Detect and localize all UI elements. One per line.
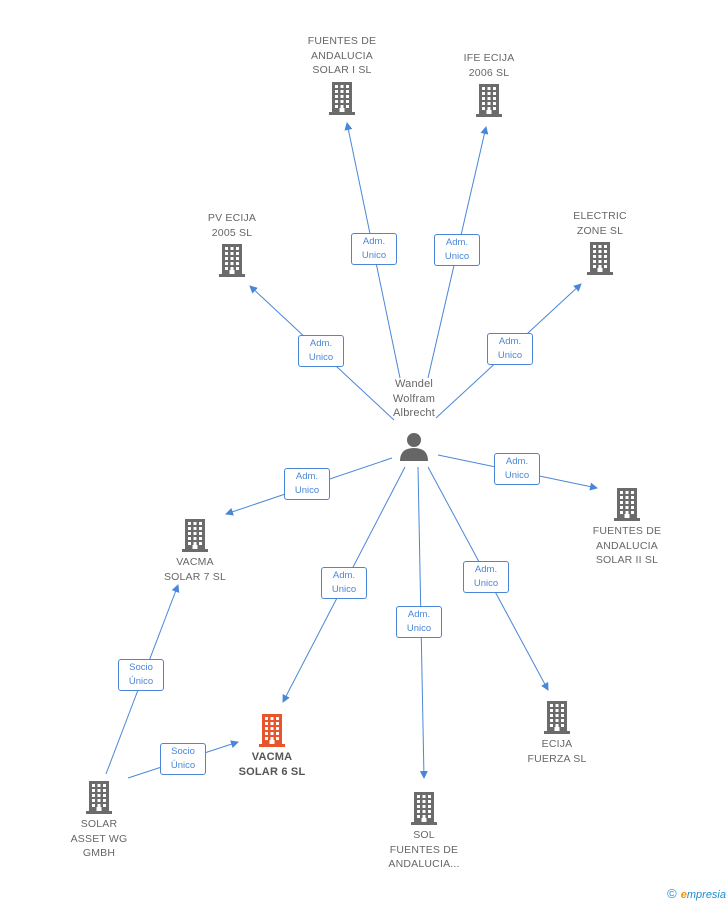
name-line: SOLAR II SL — [595, 554, 659, 566]
building-icon — [475, 83, 503, 117]
role-line: Adm. — [498, 336, 522, 347]
building-icon — [328, 81, 356, 115]
edge-label-solar-vacma7[interactable]: Socio Único — [118, 659, 164, 691]
role-line: Socio — [171, 746, 195, 757]
name-line: FUENTES DE — [592, 525, 662, 537]
name-line: SOLAR — [80, 818, 118, 830]
name-line: FUENTES DE — [389, 843, 459, 856]
role-line: Unico — [497, 350, 523, 361]
name-line: SOLAR 6 SL — [238, 765, 306, 778]
logo-text: mpresia — [686, 889, 726, 901]
name-line: SOLAR I SL — [312, 64, 372, 76]
company-node-fuentes-solar-2[interactable]: FUENTES DE ANDALUCIA SOLAR II SL — [567, 484, 687, 568]
company-name: FUENTES DE ANDALUCIA SOLAR II SL — [567, 524, 687, 568]
role-line: Unico — [473, 578, 499, 589]
name-line: ANDALUCIA... — [388, 858, 460, 870]
role-line: Unico — [406, 623, 432, 634]
company-name: FUENTES DE ANDALUCIA SOLAR I SL — [282, 34, 402, 78]
edge-label-electric[interactable]: Adm. Unico — [487, 333, 533, 365]
company-node-electric-zone[interactable]: ELECTRIC ZONE SL — [540, 209, 660, 278]
copyright-icon: © — [667, 886, 677, 901]
name-line: ANDALUCIA — [311, 49, 373, 62]
empresia-logo[interactable]: ©empresia — [667, 886, 726, 901]
name-line: ZONE SL — [576, 224, 624, 237]
role-line: Socio — [129, 662, 153, 673]
role-line: Unico — [504, 470, 530, 481]
building-icon — [410, 791, 438, 825]
edge-label-ecija[interactable]: Adm. Unico — [463, 561, 509, 593]
name-line: ECIJA — [541, 738, 573, 750]
building-icon — [85, 780, 113, 814]
role-line: Adm. — [445, 237, 469, 248]
role-line: Unico — [361, 250, 387, 261]
name-line: VACMA — [251, 751, 293, 763]
edge-label-sol[interactable]: Adm. Unico — [396, 606, 442, 638]
role-line: Unico — [331, 584, 357, 595]
name-line: GMBH — [82, 847, 116, 859]
company-node-ife-ecija[interactable]: IFE ECIJA 2006 SL — [429, 51, 549, 120]
name-line: SOL — [413, 829, 435, 841]
role-line: Adm. — [505, 456, 529, 467]
role-line: Adm. — [295, 471, 319, 482]
role-line: Adm. — [309, 338, 333, 349]
edge-label-fuentes2[interactable]: Adm. Unico — [494, 453, 540, 485]
building-icon — [586, 241, 614, 275]
person-icon — [400, 432, 428, 461]
company-node-solar-asset-wg[interactable]: SOLAR ASSET WG GMBH — [39, 777, 159, 861]
name-line: SOLAR 7 SL — [163, 570, 227, 583]
person-name: Wandel Wolfram Albrecht — [354, 377, 474, 421]
name-line: 2006 SL — [468, 66, 510, 79]
building-icon — [258, 713, 286, 747]
person-node-wandel[interactable]: Wandel Wolfram Albrecht — [354, 377, 474, 461]
person-name-line-1: Wandel — [394, 378, 434, 390]
company-name: VACMA SOLAR 6 SL — [212, 750, 332, 779]
building-icon — [218, 243, 246, 277]
company-name: PV ECIJA 2005 SL — [172, 211, 292, 240]
company-name: ECIJA FUERZA SL — [497, 737, 617, 766]
person-name-line-3: Albrecht — [393, 407, 435, 419]
company-name: SOLAR ASSET WG GMBH — [39, 817, 159, 861]
role-line: Adm. — [362, 236, 386, 247]
name-line: FUENTES DE — [307, 35, 377, 47]
edge-label-solar-vacma6[interactable]: Socio Único — [160, 743, 206, 775]
role-line: Unico — [294, 485, 320, 496]
person-name-line-2: Wolfram — [392, 392, 436, 405]
edge-label-ife[interactable]: Adm. Unico — [434, 234, 480, 266]
edge-label-pv[interactable]: Adm. Unico — [298, 335, 344, 367]
name-line: IFE ECIJA — [463, 52, 515, 64]
name-line: ASSET WG — [70, 832, 128, 845]
name-line: PV ECIJA — [207, 212, 257, 224]
edge-label-vacma7[interactable]: Adm. Unico — [284, 468, 330, 500]
role-line: Adm. — [332, 570, 356, 581]
role-line: Único — [170, 760, 196, 771]
company-node-fuentes-solar-1[interactable]: FUENTES DE ANDALUCIA SOLAR I SL — [282, 34, 402, 118]
role-line: Unico — [444, 251, 470, 262]
role-line: Adm. — [474, 564, 498, 575]
role-line: Unico — [308, 352, 334, 363]
company-name: ELECTRIC ZONE SL — [540, 209, 660, 238]
edge-label-vacma6[interactable]: Adm. Unico — [321, 567, 367, 599]
building-icon — [613, 487, 641, 521]
name-line: FUERZA SL — [527, 752, 587, 765]
name-line: ELECTRIC — [573, 210, 627, 222]
role-line: Adm. — [407, 609, 431, 620]
company-node-pv-ecija[interactable]: PV ECIJA 2005 SL — [172, 211, 292, 280]
company-node-vacma-solar-6[interactable]: VACMA SOLAR 6 SL — [212, 710, 332, 779]
building-icon — [543, 700, 571, 734]
name-line: ANDALUCIA — [596, 539, 658, 552]
role-line: Único — [128, 676, 154, 687]
company-name: VACMA SOLAR 7 SL — [135, 555, 255, 584]
name-line: VACMA — [176, 556, 214, 568]
name-line: 2005 SL — [211, 226, 253, 239]
building-icon — [181, 518, 209, 552]
company-name: SOL FUENTES DE ANDALUCIA... — [364, 828, 484, 872]
company-node-vacma-solar-7[interactable]: VACMA SOLAR 7 SL — [135, 515, 255, 584]
company-node-sol-fuentes[interactable]: SOL FUENTES DE ANDALUCIA... — [364, 788, 484, 872]
logo-e: e — [680, 889, 687, 901]
edge-label-fuentes1[interactable]: Adm. Unico — [351, 233, 397, 265]
company-node-ecija-fuerza[interactable]: ECIJA FUERZA SL — [497, 697, 617, 766]
company-name: IFE ECIJA 2006 SL — [429, 51, 549, 80]
